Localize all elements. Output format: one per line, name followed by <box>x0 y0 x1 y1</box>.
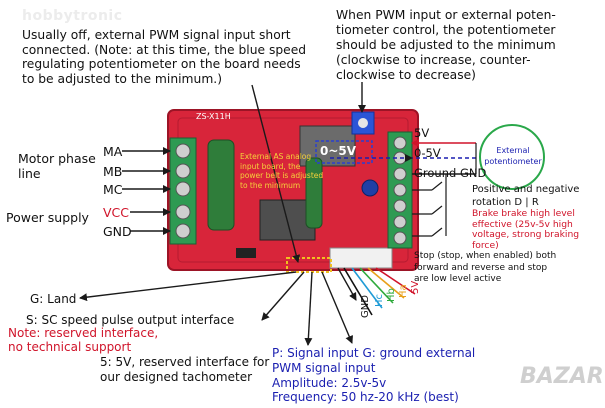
hall-pin-5v: 5V <box>410 280 421 294</box>
analog-input-highlight <box>315 140 373 164</box>
reserved-note: Note: reserved interface, no technical s… <box>8 326 159 354</box>
board-overlay-note: External AS analog input board, the powe… <box>240 152 324 190</box>
mc-label: MC <box>103 182 123 197</box>
right-wiring <box>330 139 477 237</box>
analog-range-label: 0~5V <box>320 144 357 158</box>
top-left-note: Usually off, external PWM signal input s… <box>22 28 307 86</box>
brake-label: Brake brake high level effective (25v-5v… <box>472 208 580 251</box>
gnd-label: GND <box>103 224 132 239</box>
watermark-top: hobbytronic <box>22 8 123 24</box>
right-terminal-block <box>387 131 413 249</box>
top-arrows <box>251 82 366 263</box>
mb-label: MB <box>103 164 123 179</box>
hall-pin-gnd: GND <box>360 295 371 318</box>
external-potentiometer-circle <box>479 124 545 190</box>
right-0-5v-label: 0-5V <box>414 146 441 160</box>
capacitors <box>207 139 379 231</box>
left-terminal-block <box>169 137 197 245</box>
right-ground-label: Ground GND <box>414 166 487 180</box>
left-arrows <box>122 147 171 235</box>
power-supply-label: Power supply <box>6 210 89 225</box>
hall-pin-hb: Hb <box>386 288 397 302</box>
controller-board <box>167 109 419 271</box>
five-v-label: 5: 5V, reserved interface for our design… <box>100 355 270 384</box>
vcc-label: VCC <box>103 205 130 220</box>
external-pot-label: External potentiometer <box>484 146 542 166</box>
bottom-arrows <box>79 267 357 346</box>
hall-pin-hc: Hc <box>374 293 385 307</box>
hall-wires <box>343 267 416 316</box>
signal-header-highlight <box>286 257 332 273</box>
stop-label: Stop (stop, when enabled) both forward a… <box>414 251 557 285</box>
hall-pin-ha: Ha <box>398 284 409 298</box>
right-5v-label: 5V <box>414 126 430 140</box>
top-right-note: When PWM input or external poten- tiomet… <box>336 8 556 82</box>
watermark-bottom: BAZAR <box>520 364 604 389</box>
rotation-label: Positive and negative rotation D | R <box>472 184 580 208</box>
blue-potentiometer <box>351 111 375 135</box>
ma-label: MA <box>103 144 123 159</box>
motor-phase-label: Motor phase line <box>18 151 96 181</box>
g-land-label: G: Land <box>30 292 77 306</box>
p-signal-label: P: Signal input G: ground external PWM s… <box>272 346 476 405</box>
s-sc-label: S: SC speed pulse output interface <box>26 313 235 327</box>
board-model: ZS-X11H <box>196 112 231 121</box>
